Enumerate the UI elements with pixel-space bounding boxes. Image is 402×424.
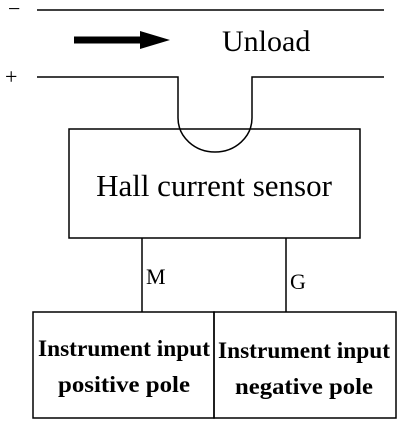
instrument-negative-line1: Instrument input (218, 338, 390, 363)
negative-symbol: − (8, 0, 20, 21)
right-arrow-icon (74, 31, 170, 49)
g-pin-label: G (290, 269, 306, 294)
instrument-positive-line1: Instrument input (38, 336, 210, 361)
hall-sensor-label: Hall current sensor (96, 168, 333, 203)
positive-conductor-path (37, 76, 384, 153)
unload-label: Unload (222, 25, 310, 58)
positive-symbol: + (5, 64, 17, 89)
m-pin-label: M (146, 264, 166, 289)
instrument-negative-line2: negative pole (235, 374, 373, 399)
instrument-positive-box (32, 311, 215, 419)
instrument-negative-box (213, 311, 397, 419)
instrument-positive-line2: positive pole (58, 372, 190, 397)
hall-sensor-box (68, 128, 361, 239)
